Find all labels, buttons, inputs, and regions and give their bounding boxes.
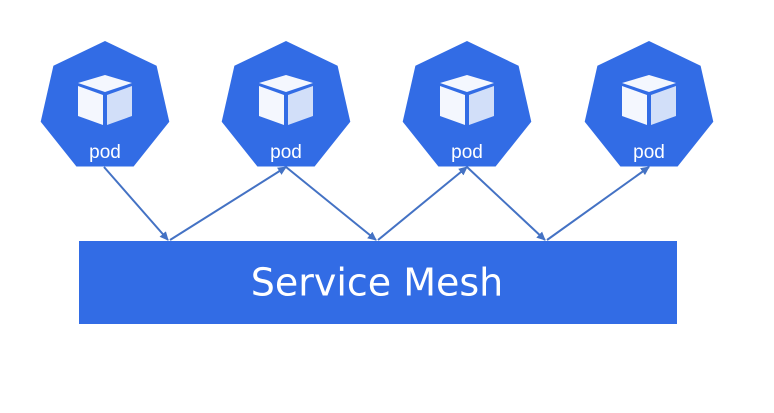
pod-label: pod [89,142,121,163]
arrow-mesh-to-pod2 [169,166,287,241]
cube-icon [78,75,132,125]
pod-label: pod [270,142,302,163]
pod-1: pod [40,41,170,167]
pod-heptagon [40,41,170,167]
arrow-pod3-to-mesh [466,166,546,241]
pod-label: pod [633,142,665,163]
arrow-mesh-to-pod3 [377,166,468,241]
pod-heptagon [402,41,532,167]
pod-label: pod [451,142,483,163]
pod-heptagon [221,41,351,167]
pod-heptagon [584,41,714,167]
service-mesh-label: Service Mesh [251,261,504,305]
arrow-pod1-to-mesh [103,166,169,241]
pod-2: pod [221,41,351,167]
cube-icon [440,75,494,125]
arrow-mesh-to-pod4 [546,166,650,241]
cube-icon [259,75,313,125]
service-mesh-box [79,241,677,324]
pod-3: pod [402,41,532,167]
cube-icon [622,75,676,125]
arrow-pod2-to-mesh [285,166,377,241]
pod-4: pod [584,41,714,167]
